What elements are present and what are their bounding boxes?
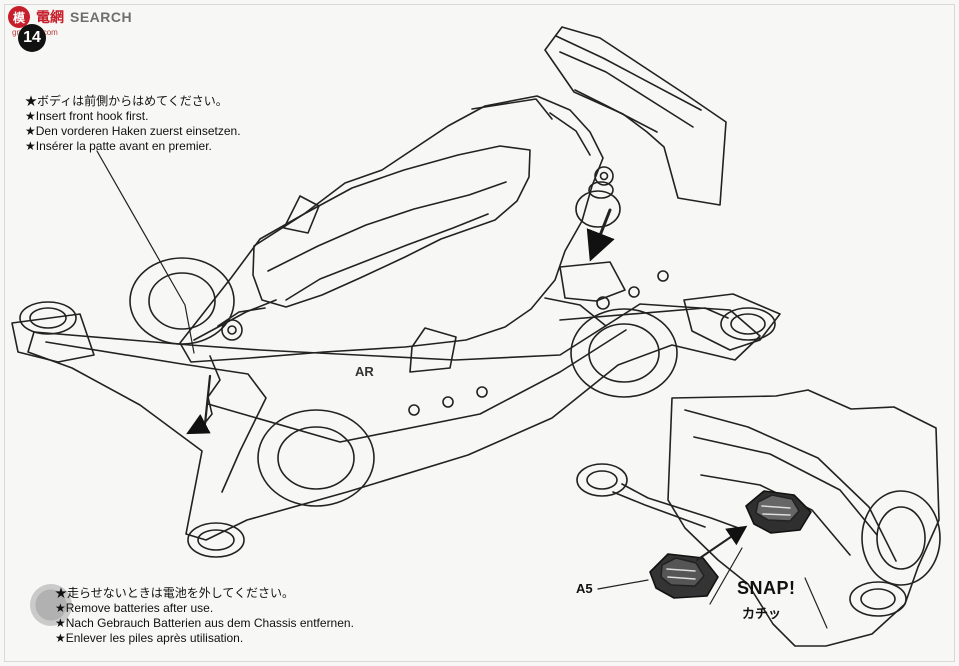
top-instruction-jp: ★ボディは前側からはめてください。 — [25, 94, 228, 108]
rear-right-wheel — [570, 308, 678, 398]
step-number: 14 — [23, 29, 41, 46]
part-label-leader — [597, 579, 649, 590]
top-instruction-de: ★Den vorderen Haken zuerst einsetzen. — [25, 124, 241, 138]
bottom-instruction-block: ★走らせないときは電池を外してください。 ★Remove batteries a… — [55, 586, 354, 646]
rear-left-roller — [588, 181, 614, 199]
rear-bumper — [683, 293, 781, 351]
chassis-rail-mid — [207, 329, 627, 443]
front-left-roller — [19, 301, 77, 335]
snap-leader-left — [709, 547, 743, 605]
watermark-chinese-text: 電網 — [36, 9, 64, 25]
bottom-instruction-en: ★Remove batteries after use. — [55, 601, 214, 615]
snap-arrow — [696, 525, 748, 561]
body-logo-text: AR — [355, 364, 374, 379]
page-frame — [4, 4, 955, 662]
front-left-wheel — [129, 257, 235, 345]
chassis-rail-left — [45, 341, 267, 493]
top-note-leader-line — [96, 150, 195, 354]
battery-warning-burst-icon — [30, 584, 72, 626]
part-label-a5: A5 — [576, 581, 593, 596]
watermark-logo-icon: 模 — [8, 6, 30, 28]
bottom-instruction-fr: ★Enlever les piles après utilisation. — [55, 631, 244, 645]
front-bumper — [11, 313, 95, 363]
battery-cap-part — [649, 553, 719, 599]
front-right-wheel — [257, 409, 375, 507]
snap-leader-right — [804, 577, 828, 629]
bottom-instruction-de: ★Nach Gebrauch Batterien aus dem Chassis… — [55, 616, 354, 630]
car-body-canopy — [252, 145, 531, 308]
watermark-search-text: SEARCH — [70, 9, 133, 25]
inset-roller-left — [576, 463, 628, 497]
inset-chassis-outline — [667, 389, 940, 647]
top-instruction-block: ★ボディは前側からはめてください。 ★Insert front hook fir… — [25, 94, 241, 154]
snap-japanese-label: カチッ — [742, 606, 782, 621]
rear-right-roller — [720, 307, 776, 341]
rear-wing — [544, 26, 727, 206]
top-instruction-en: ★Insert front hook first. — [25, 109, 149, 123]
inset-roller-right — [849, 581, 907, 617]
step-badge-icon: 14 — [18, 24, 46, 52]
bottom-instruction-jp: ★走らせないときは電池を外してください。 — [55, 586, 295, 600]
body-drop-arrow — [586, 208, 615, 262]
front-hook-arrow — [186, 374, 212, 435]
chassis-frame — [27, 303, 761, 541]
chassis-rail-right — [559, 307, 729, 321]
car-body-outline — [179, 95, 604, 363]
battery-installed-part — [745, 490, 812, 534]
inset-wheel — [861, 490, 941, 586]
snap-label: SNAP! — [737, 578, 796, 598]
rear-left-wheel — [575, 190, 621, 228]
watermark: 模 電網 SEARCH — [8, 6, 132, 28]
top-instruction-fr: ★Insérer la patte avant en premier. — [25, 139, 212, 153]
front-right-roller — [187, 522, 245, 558]
